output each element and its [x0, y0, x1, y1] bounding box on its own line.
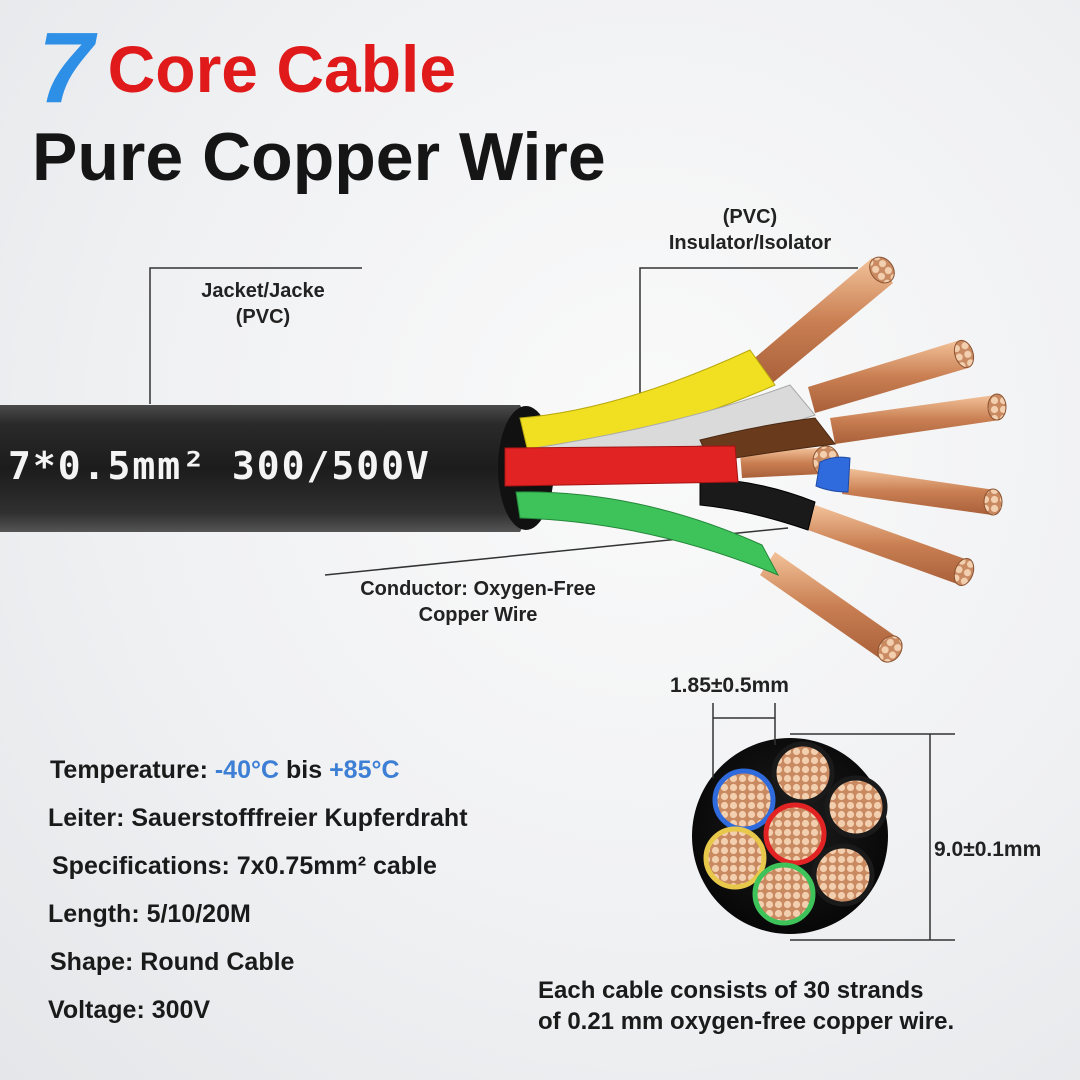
strand-note: Each cable consists of 30 strands of 0.2… [538, 975, 954, 1037]
spec-voltage: Voltage: 300V [48, 996, 211, 1024]
spec-temperature-min: -40°C [214, 756, 280, 784]
core-section-blue [712, 768, 776, 832]
spec-shape: Shape: Round Cable [50, 948, 295, 976]
jacket-callout: Jacket/Jacke (PVC) [178, 278, 348, 330]
cable-jacket [0, 405, 538, 532]
core-section-yellow [703, 826, 767, 890]
title-core-cable: Core Cable [107, 32, 457, 106]
core-diameter-label: 1.85±0.5mm [670, 674, 789, 697]
conductor-callout: Conductor: Oxygen-Free Copper Wire [328, 576, 628, 628]
cross-section-cores [703, 741, 888, 926]
core-section-green [752, 862, 816, 926]
spec-temperature: Temperature: -40°C bis +85°C [50, 756, 400, 785]
jacket-callout-line2: (PVC) [235, 306, 291, 328]
spec-temperature-max: +85°C [329, 756, 400, 784]
jacket-leader-line [149, 267, 362, 404]
cable-diameter-label: 9.0±0.1mm [934, 838, 1042, 861]
conductor-callout-line2: Copper Wire [418, 604, 538, 626]
spec-temperature-label: Temperature: [50, 756, 215, 784]
dimension-lines [712, 703, 955, 941]
insulator-callout-line1: (PVC) [722, 206, 778, 228]
strand-note-line2: of 0.21 mm oxygen-free copper wire. [538, 1008, 955, 1035]
insulator-leader-line [639, 267, 858, 398]
conductor-callout-line1: Conductor: Oxygen-Free [360, 578, 596, 600]
copper-conductors [740, 258, 1000, 660]
core-section-right [824, 775, 888, 839]
core-section-red [763, 802, 827, 866]
jacket-callout-line1: Jacket/Jacke [201, 280, 325, 302]
spec-leiter: Leiter: Sauerstofffreier Kupferdraht [48, 804, 468, 832]
insulated-cores [504, 349, 851, 576]
insulator-callout: (PVC) Insulator/Isolator [650, 204, 850, 256]
strand-note-line1: Each cable consists of 30 strands [538, 977, 924, 1004]
cable-print-text: 7*0.5mm² 300/500V [8, 444, 431, 488]
spec-temperature-mid: bis [279, 756, 330, 784]
page-subtitle: Pure Copper Wire [32, 119, 606, 195]
title-number: 7 [38, 12, 94, 124]
spec-specifications: Specifications: 7x0.75mm² cable [52, 852, 437, 880]
spec-length: Length: 5/10/20M [48, 900, 251, 928]
insulator-callout-line2: Insulator/Isolator [668, 232, 832, 254]
core-section-top [771, 741, 835, 805]
core-section-lower-right [811, 843, 875, 907]
